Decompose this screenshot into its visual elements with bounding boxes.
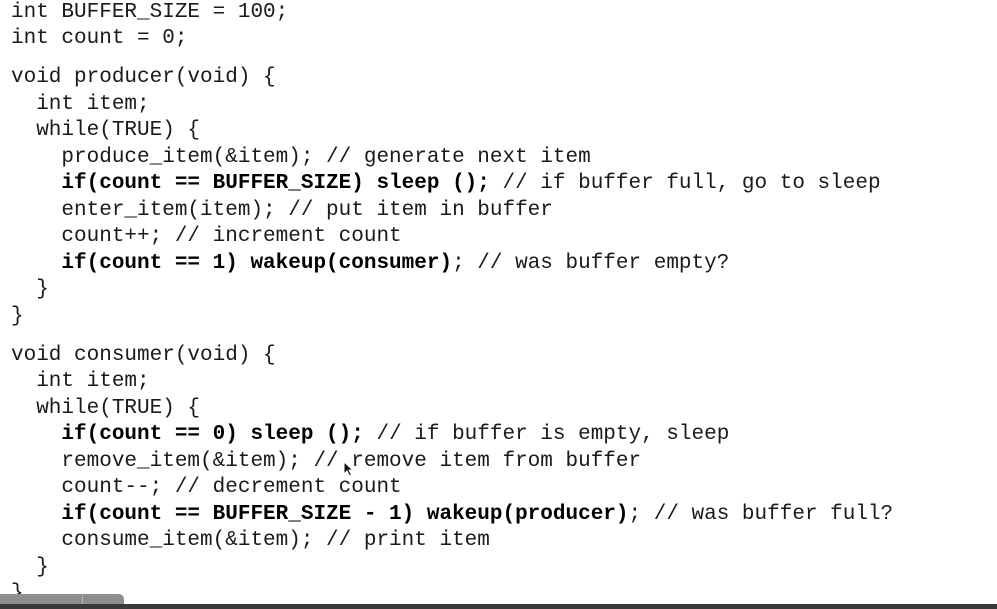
bottom-bar xyxy=(0,604,997,609)
code-segment: while(TRUE) { xyxy=(11,397,201,420)
code-line: void producer(void) { xyxy=(11,65,276,91)
code-line: } xyxy=(11,555,49,581)
code-line: void consumer(void) { xyxy=(11,343,276,369)
code-segment: ; // was buffer full? xyxy=(628,503,894,526)
code-line: if(count == BUFFER_SIZE - 1) wakeup(prod… xyxy=(11,502,893,528)
code-segment: ; // was buffer empty? xyxy=(452,252,730,275)
code-segment: void producer(void) { xyxy=(11,66,276,89)
code-line: } xyxy=(11,277,49,303)
code-bold-segment: if(count == 0) sleep (); xyxy=(11,423,364,446)
code-segment: int count = 0; xyxy=(11,27,188,50)
code-line: int item; xyxy=(11,92,150,118)
code-segment: void consumer(void) { xyxy=(11,344,276,367)
code-segment: count++; // increment count xyxy=(11,225,402,248)
code-segment: remove_item(&item); // remove item from … xyxy=(11,450,642,473)
code-line: if(count == 1) wakeup(consumer); // was … xyxy=(11,251,729,277)
code-line: int count = 0; xyxy=(11,26,187,52)
code-segment: } xyxy=(11,305,24,328)
code-segment: produce_item(&item); // generate next it… xyxy=(11,146,591,169)
code-line: enter_item(item); // put item in buffer xyxy=(11,198,553,224)
code-line: if(count == 0) sleep (); // if buffer is… xyxy=(11,422,729,448)
code-line: int BUFFER_SIZE = 100; xyxy=(11,0,288,26)
code-segment: count--; // decrement count xyxy=(11,476,402,499)
code-segment: consume_item(&item); // print item xyxy=(11,529,490,552)
code-bold-segment: if(count == 1) wakeup(consumer) xyxy=(11,252,453,275)
code-segment: enter_item(item); // put item in buffer xyxy=(11,199,553,222)
code-segment: // if buffer full, go to sleep xyxy=(489,172,881,195)
code-segment: while(TRUE) { xyxy=(11,119,201,142)
code-line: while(TRUE) { xyxy=(11,396,200,422)
code-line: count--; // decrement count xyxy=(11,475,402,501)
code-line: } xyxy=(11,304,24,330)
code-line: remove_item(&item); // remove item from … xyxy=(11,449,641,475)
code-segment: int BUFFER_SIZE = 100; xyxy=(11,1,289,24)
code-line: consume_item(&item); // print item xyxy=(11,528,490,554)
code-segment: } xyxy=(11,278,49,301)
code-line: produce_item(&item); // generate next it… xyxy=(11,145,591,171)
code-line: while(TRUE) { xyxy=(11,118,200,144)
code-line: if(count == BUFFER_SIZE) sleep (); // if… xyxy=(11,171,881,197)
code-segment: // if buffer is empty, sleep xyxy=(363,423,730,446)
bottom-tab-divider xyxy=(0,594,83,609)
code-bold-segment: if(count == BUFFER_SIZE - 1) wakeup(prod… xyxy=(11,503,629,526)
code-line: int item; xyxy=(11,369,150,395)
code-line: count++; // increment count xyxy=(11,224,402,250)
code-bold-segment: if(count == BUFFER_SIZE) sleep (); xyxy=(11,172,490,195)
code-segment: int item; xyxy=(11,370,150,393)
code-segment: int item; xyxy=(11,93,150,116)
code-segment: } xyxy=(11,556,49,579)
